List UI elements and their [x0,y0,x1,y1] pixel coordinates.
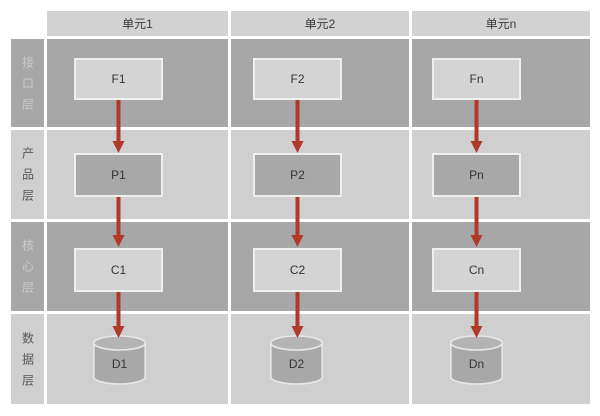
node-c2: C2 [253,248,342,292]
node-d1: D1 [111,357,128,371]
node-dn: Dn [468,357,485,371]
layer-label-data: 数据层 [11,314,44,404]
layer-label-interface-text: 接口层 [20,55,35,119]
node-pn: Pn [432,153,521,197]
node-p1: P1 [74,153,163,197]
database-cylinder-icon [269,335,324,385]
layer-label-interface: 接口层 [11,39,44,127]
unit-header-n-label: 单元n [485,17,517,31]
cylinder-dn: Dn [449,335,504,385]
database-cylinder-icon [449,335,504,385]
cylinder-d1: D1 [92,335,147,385]
node-cn: Cn [432,248,521,292]
unit-header-2-label: 单元2 [304,17,336,31]
node-d2: D2 [288,357,305,371]
node-f1: F1 [74,58,163,100]
layer-label-product: 产品层 [11,130,44,219]
node-c1: C1 [74,248,163,292]
node-p2: P2 [253,153,342,197]
corner-cell [11,11,44,36]
layer-label-data-text: 数据层 [20,331,35,395]
unit-header-1-label: 单元1 [122,17,153,31]
unit-header-n: 单元n [412,11,590,36]
layer-label-product-text: 产品层 [20,147,35,210]
unit-header-1: 单元1 [47,11,228,36]
layer-label-core-text: 核心层 [20,239,35,302]
cylinder-d2: D2 [269,335,324,385]
unit-header-2: 单元2 [231,11,409,36]
layer-label-core: 核心层 [11,222,44,311]
node-f2: F2 [253,58,342,100]
node-fn: Fn [432,58,521,100]
